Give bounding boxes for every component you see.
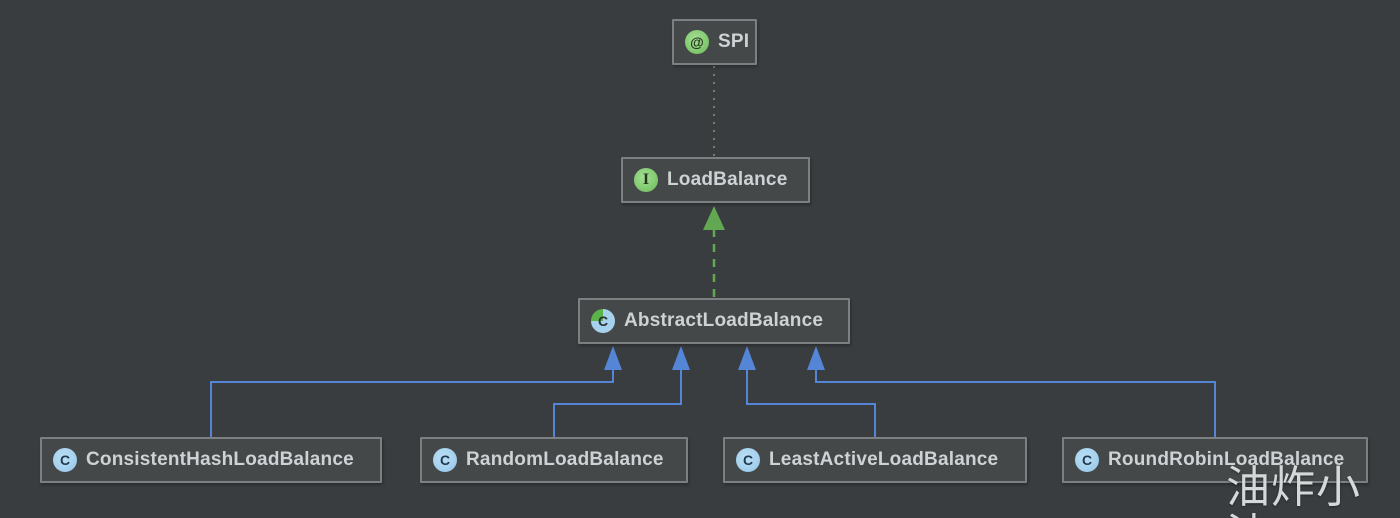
node-loadbalance-label: LoadBalance: [667, 169, 788, 190]
class-icon: C: [736, 448, 760, 472]
extends-arrowhead-icon: [807, 346, 825, 370]
node-leastactiveloadbalance-label: LeastActiveLoadBalance: [769, 449, 999, 470]
extends-connector-consistenthash: [210, 369, 614, 437]
node-randomloadbalance[interactable]: C RandomLoadBalance: [420, 437, 688, 483]
implements-arrowhead-icon: [703, 206, 725, 230]
node-spi[interactable]: @ SPI: [672, 19, 757, 65]
node-spi-label: SPI: [718, 31, 750, 52]
class-icon: C: [53, 448, 77, 472]
node-abstractloadbalance-label: AbstractLoadBalance: [624, 310, 824, 331]
node-roundrobinloadbalance-label: RoundRobinLoadBalance: [1108, 449, 1345, 470]
node-consistenthashloadbalance[interactable]: C ConsistentHashLoadBalance: [40, 437, 382, 483]
watermark-text: 油炸小波: [1226, 463, 1361, 518]
node-abstractloadbalance[interactable]: C AbstractLoadBalance: [578, 298, 850, 344]
extends-arrowhead-icon: [738, 346, 756, 370]
node-consistenthashloadbalance-label: ConsistentHashLoadBalance: [86, 449, 354, 470]
node-randomloadbalance-label: RandomLoadBalance: [466, 449, 664, 470]
node-loadbalance[interactable]: I LoadBalance: [621, 157, 810, 203]
abstract-class-icon: C: [591, 309, 615, 333]
class-icon: C: [1075, 448, 1099, 472]
annotation-icon: @: [685, 30, 709, 54]
class-icon: C: [433, 448, 457, 472]
extends-connector-leastactive: [746, 369, 876, 437]
extends-connector-random: [553, 369, 682, 437]
extends-connector-roundrobin: [815, 369, 1216, 437]
node-leastactiveloadbalance[interactable]: C LeastActiveLoadBalance: [723, 437, 1027, 483]
node-roundrobinloadbalance[interactable]: C RoundRobinLoadBalance: [1062, 437, 1368, 483]
extends-arrowhead-icon: [604, 346, 622, 370]
extends-arrowhead-icon: [672, 346, 690, 370]
interface-icon: I: [634, 168, 658, 192]
